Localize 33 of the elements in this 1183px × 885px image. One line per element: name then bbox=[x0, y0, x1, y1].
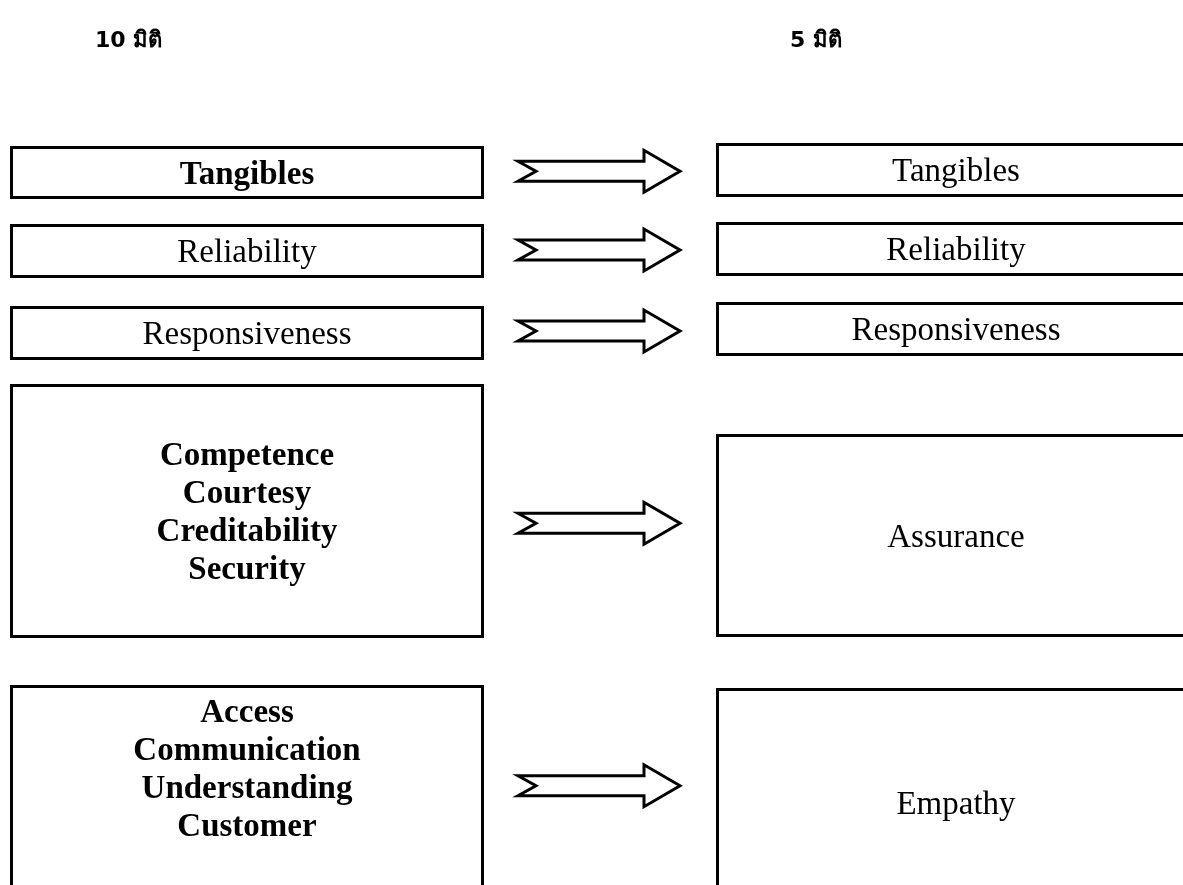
dimension-box bbox=[10, 146, 484, 199]
dimension-name: Customer bbox=[177, 806, 317, 844]
dimension-box bbox=[10, 384, 484, 638]
block-arrow bbox=[512, 226, 683, 274]
dimension-name: Access bbox=[200, 692, 294, 730]
dimension-name: Security bbox=[188, 549, 306, 587]
dimension-name: Tangibles bbox=[179, 153, 315, 192]
dimension-name: Communication bbox=[133, 730, 361, 768]
dimension-name: Reliability bbox=[177, 232, 317, 270]
dimension-box bbox=[716, 143, 1183, 197]
dimension-name: Responsiveness bbox=[142, 314, 352, 352]
dimension-box bbox=[10, 685, 484, 885]
dimension-box bbox=[716, 302, 1183, 356]
column-heading: 5 มิติ bbox=[790, 26, 842, 54]
block-arrow bbox=[512, 147, 683, 195]
column-heading: 10 มิติ bbox=[95, 26, 163, 54]
dimension-name: Empathy bbox=[896, 784, 1016, 822]
block-arrow bbox=[512, 307, 683, 355]
dimension-box bbox=[716, 222, 1183, 276]
dimension-name: Assurance bbox=[887, 516, 1025, 555]
block-arrow bbox=[512, 762, 683, 810]
dimension-box bbox=[10, 224, 484, 278]
dimension-name: Competence bbox=[159, 435, 335, 473]
dimension-box bbox=[716, 688, 1183, 885]
dimension-name: Responsiveness bbox=[851, 310, 1061, 348]
dimension-name: Courtesy bbox=[182, 473, 312, 511]
dimension-box bbox=[716, 434, 1183, 637]
dimension-box bbox=[10, 306, 484, 360]
dimension-name: Reliability bbox=[886, 230, 1026, 268]
dimension-name: Tangibles bbox=[892, 151, 1020, 189]
dimension-name: Understanding bbox=[141, 768, 353, 806]
block-arrow bbox=[512, 499, 683, 547]
dimension-name: Creditability bbox=[156, 511, 338, 549]
